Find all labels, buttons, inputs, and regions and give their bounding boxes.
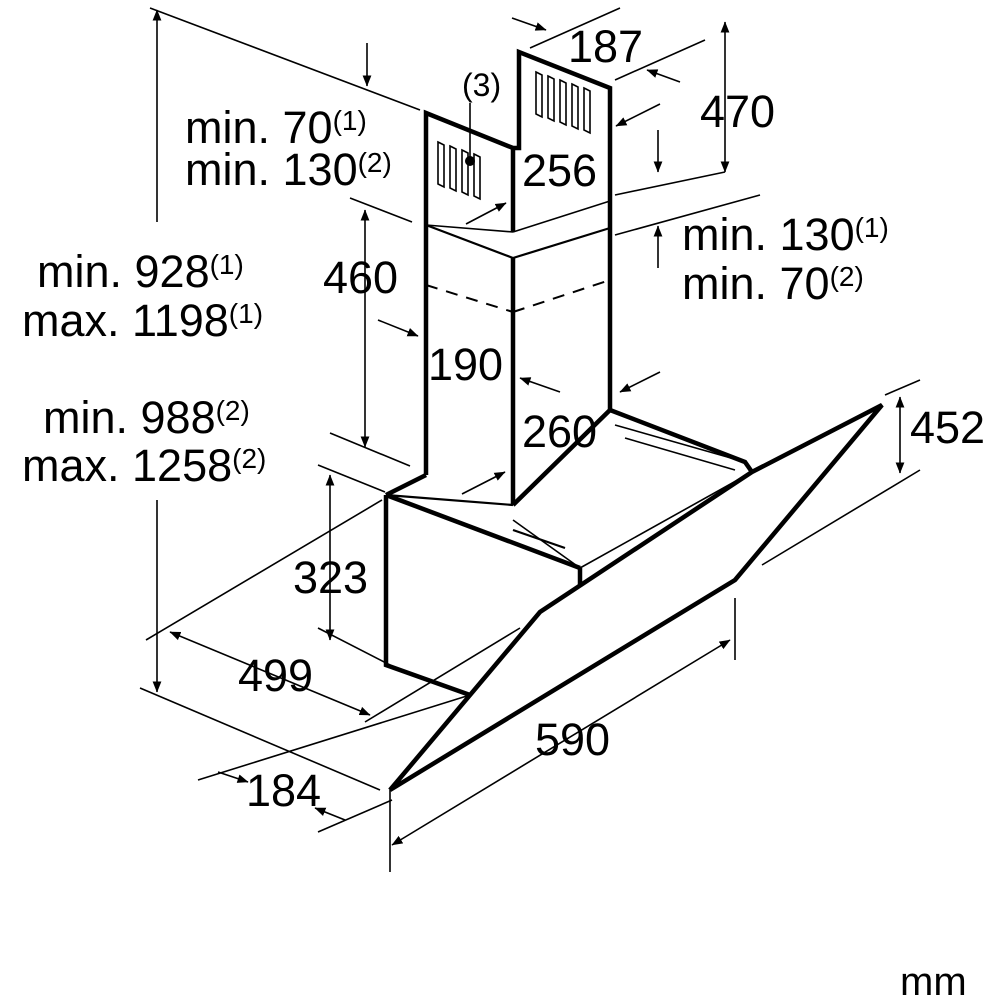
overall-height-label-v2: min. 988(2) max. 1258(2) [22,392,266,491]
overall-height-label-v1: min. 928(1) max. 1198(1) [22,246,263,346]
dim-184: 184 [246,765,321,816]
glass-panel [388,402,884,792]
callout-label: (3) [462,67,501,103]
dim-260: 260 [522,406,597,457]
dim-256: 256 [522,145,597,196]
right-clearance-label: min. 130(1) min. 70(2) [682,209,889,309]
units-label: mm [900,960,967,1000]
dim-187: 187 [568,21,643,72]
vent-slots-left [437,140,481,201]
canopy-body [383,407,754,698]
dim-590: 590 [535,714,610,765]
svg-text:min. 70(1): min. 70(1) [185,102,367,153]
lower-chimney [423,201,613,505]
upper-chimney [423,48,613,233]
dim-190: 190 [428,339,503,390]
svg-text:max. 1258(2): max. 1258(2) [22,440,266,491]
svg-text:min. 130(2): min. 130(2) [185,144,392,195]
svg-text:min. 130(1): min. 130(1) [682,209,889,260]
vent-slots-right [535,70,591,135]
dim-499: 499 [238,650,313,701]
svg-text:min. 70(2): min. 70(2) [682,258,864,309]
dimension-lines [139,7,921,872]
svg-text:min. 988(2): min. 988(2) [43,392,250,443]
dim-452: 452 [910,402,985,453]
top-clearance-label: min. 70(1) min. 130(2) [185,102,392,195]
dim-323: 323 [293,552,368,603]
svg-text:max. 1198(1): max. 1198(1) [22,295,263,346]
dim-460: 460 [323,252,398,303]
dim-470: 470 [700,86,775,137]
svg-text:min. 928(1): min. 928(1) [37,246,244,297]
